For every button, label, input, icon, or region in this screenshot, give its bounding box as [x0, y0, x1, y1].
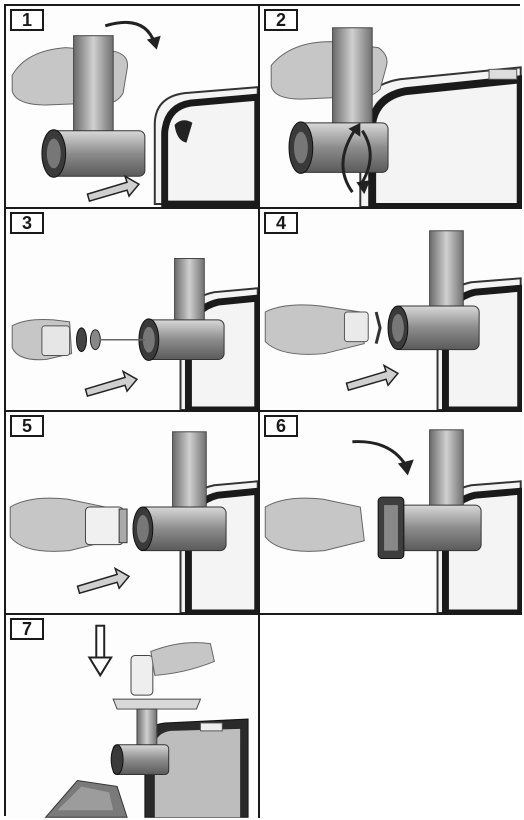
step-5-illustration [6, 412, 258, 613]
step-number: 3 [10, 212, 44, 234]
step-2-panel: 2 [260, 6, 522, 209]
step-5-panel: 5 [6, 412, 260, 615]
step-number: 7 [10, 618, 44, 640]
step-4-illustration [260, 209, 522, 410]
step-number: 6 [264, 415, 298, 437]
step-number: 1 [10, 9, 44, 31]
step-1-panel: 1 [6, 6, 260, 209]
step-2-illustration [260, 6, 522, 207]
step-number: 4 [264, 212, 298, 234]
step-3-illustration [6, 209, 258, 410]
step-1-illustration [6, 6, 258, 207]
step-6-panel: 6 [260, 412, 522, 615]
step-3-panel: 3 [6, 209, 260, 412]
steps-grid: 1 [4, 4, 520, 816]
step-number: 5 [10, 415, 44, 437]
step-number: 2 [264, 9, 298, 31]
empty-panel [260, 615, 522, 818]
step-6-illustration [260, 412, 522, 613]
step-4-panel: 4 [260, 209, 522, 412]
step-7-illustration [6, 615, 258, 818]
step-7-panel: 7 [6, 615, 260, 818]
